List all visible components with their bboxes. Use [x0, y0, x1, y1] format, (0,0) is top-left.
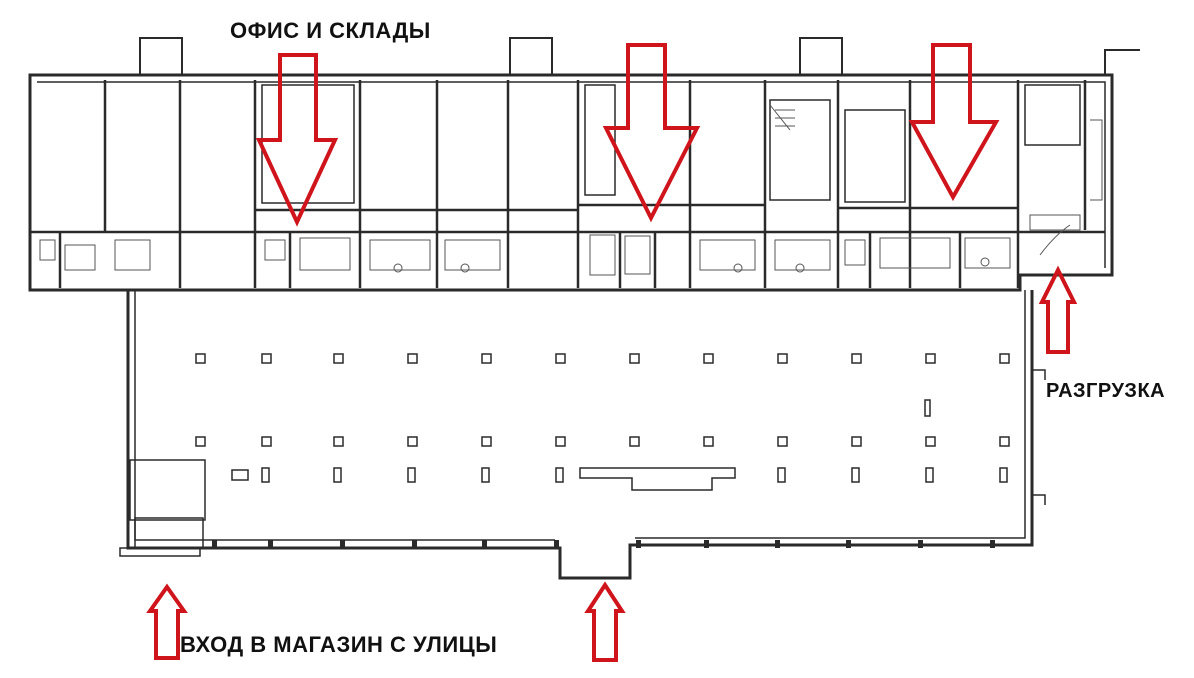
entrance-vestibule — [134, 517, 204, 549]
wall-pilasters — [212, 540, 995, 548]
roof-extension-1 — [139, 37, 183, 76]
label-unloading: РАЗГРУЗКА — [1046, 380, 1166, 402]
right-corner-notch — [1104, 49, 1140, 75]
upper-outer-wall — [28, 73, 1114, 292]
sales-floor — [119, 290, 1046, 580]
label-store-entrance: ВХОД В МАГАЗИН С УЛИЦЫ — [180, 632, 498, 657]
upper-details — [39, 104, 1103, 276]
upper-block — [28, 37, 1140, 292]
arrows — [146, 43, 1078, 662]
service-counter — [579, 467, 736, 491]
down-arrow-icon — [255, 53, 339, 227]
hall-inner-wall — [134, 290, 1026, 541]
unloading-ramp — [1032, 369, 1046, 505]
roof-extension-2 — [509, 37, 553, 76]
room-partitions — [30, 80, 1105, 288]
roof-extension-3 — [799, 37, 843, 76]
hall-outer-wall — [126, 290, 1034, 580]
column-grid — [195, 353, 1010, 483]
street-entrance-step — [119, 547, 201, 557]
up-arrow-icon — [584, 581, 626, 662]
down-arrow-icon — [602, 43, 701, 223]
label-office-and-warehouses: ОФИС И СКЛАДЫ — [230, 18, 431, 43]
up-arrow-icon — [146, 583, 188, 660]
upper-inner-wall — [37, 81, 1106, 268]
down-arrow-icon — [908, 43, 1000, 202]
up-arrow-icon — [1038, 265, 1078, 354]
checkout-room — [129, 459, 206, 521]
